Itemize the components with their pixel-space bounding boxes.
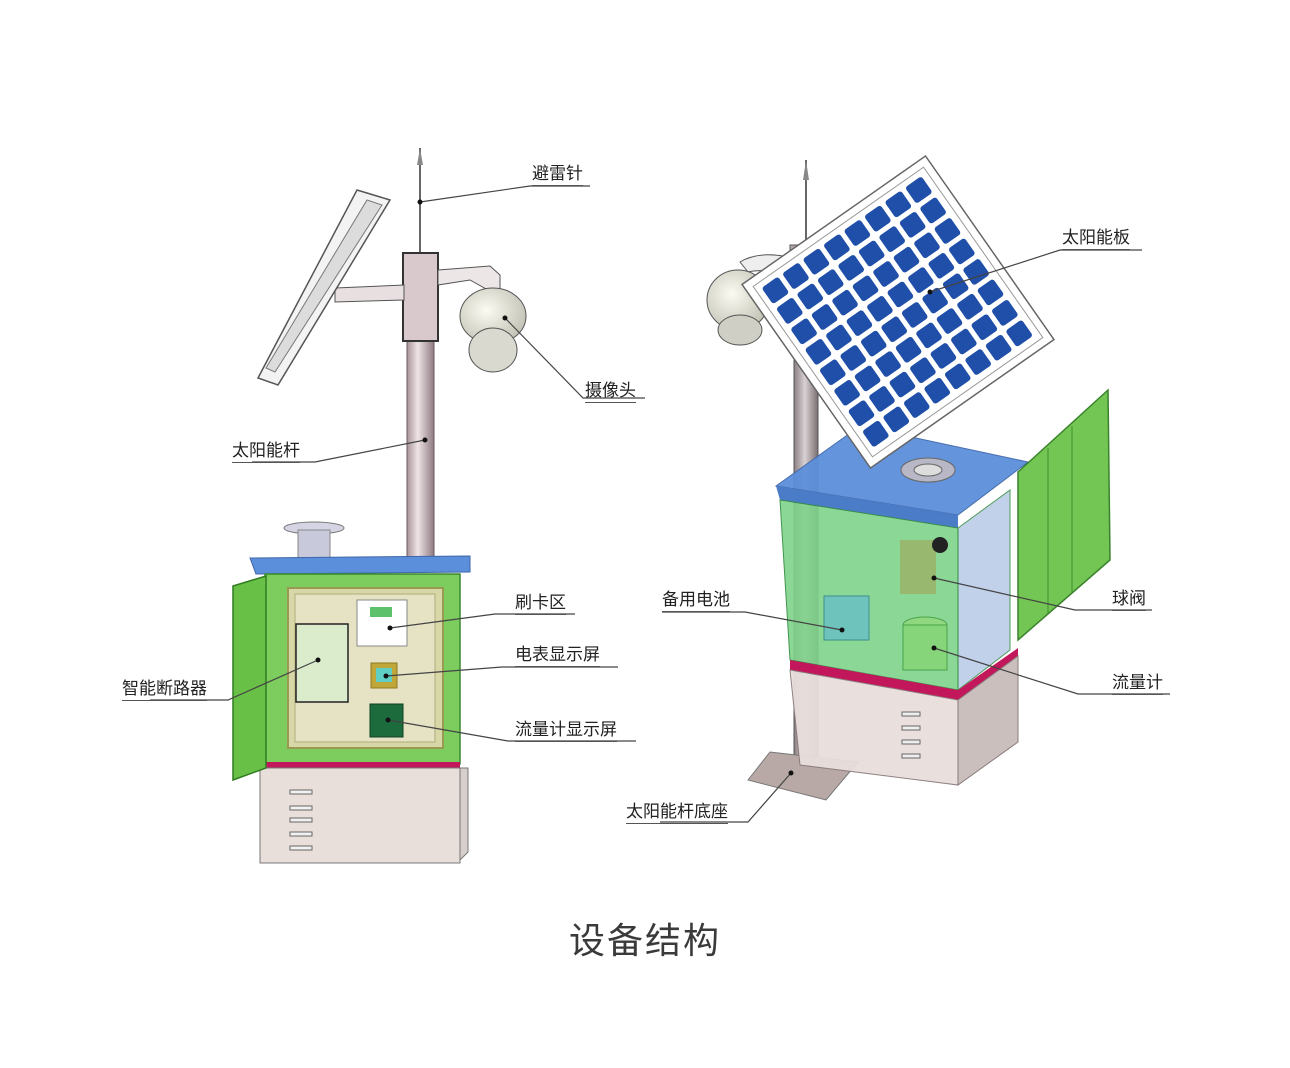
label-backup-battery: 备用电池 [662, 590, 730, 612]
label-flowmeter-display: 流量计显示屏 [515, 720, 617, 742]
label-camera: 摄像头 [585, 381, 636, 403]
label-pole-base: 太阳能杆底座 [626, 802, 728, 824]
label-card-area: 刷卡区 [515, 593, 566, 615]
label-meter-display: 电表显示屏 [515, 645, 600, 667]
label-flowmeter: 流量计 [1112, 673, 1163, 695]
label-solar-panel: 太阳能板 [1062, 228, 1130, 250]
left-unit [150, 148, 645, 864]
diagram-caption: 设备结构 [568, 921, 721, 962]
label-lightning-rod: 避雷针 [532, 164, 583, 186]
label-smart-breaker: 智能断路器 [122, 679, 207, 701]
label-ball-valve: 球阀 [1112, 589, 1146, 611]
label-solar-pole: 太阳能杆 [232, 441, 300, 463]
right-unit [660, 154, 1170, 823]
